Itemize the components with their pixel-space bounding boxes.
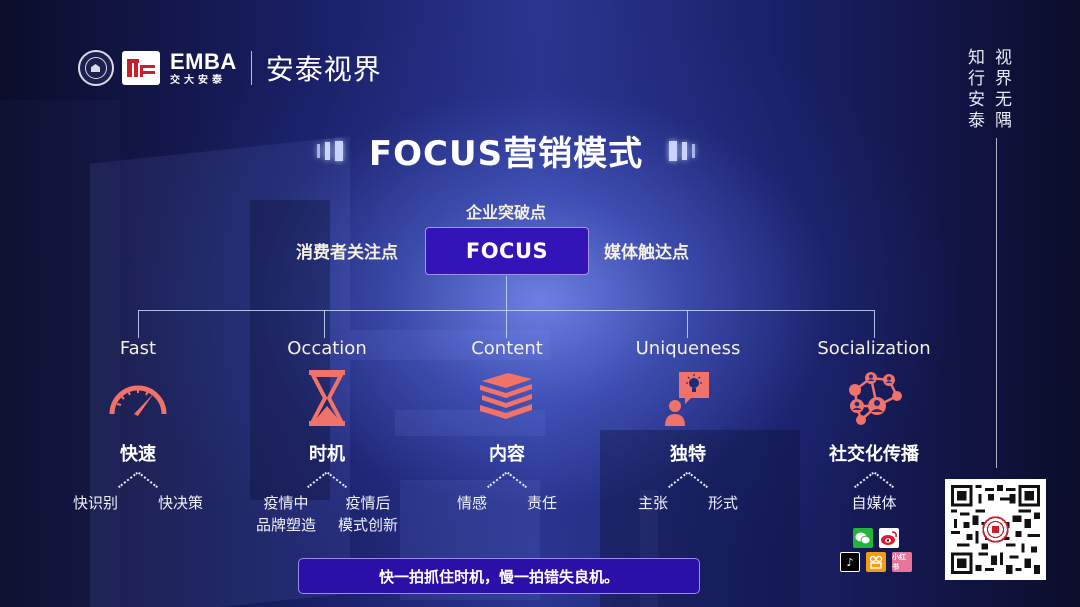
connector-drop [324, 310, 325, 338]
books-icon [412, 368, 602, 428]
header-logos: EMBA 交大安泰 安泰视界 [78, 48, 382, 88]
social-network-icon [779, 368, 969, 428]
hourglass-icon [232, 368, 422, 428]
slogan-column-1: 知 行 安 泰 [968, 48, 985, 132]
acem-logo-icon [122, 51, 160, 85]
xiaohongshu-icon: 小红书 [892, 552, 912, 572]
weibo-icon [879, 528, 899, 548]
dotted-branch-icon [854, 470, 894, 492]
connector-drop [506, 310, 507, 338]
sub-item: 自媒体 [851, 494, 897, 512]
sub-item: 疫情后模式创新 [338, 494, 399, 534]
connector-vertical-main [506, 276, 507, 311]
slogan-char: 行 [968, 69, 985, 89]
column-socialization: Socialization [779, 338, 969, 514]
dotted-branch-icon [487, 470, 527, 492]
column-en-label: Content [471, 338, 543, 359]
social-media-icons: ♪ 小红书 [836, 528, 916, 576]
slogan-column-2: 视 界 无 隅 [995, 48, 1012, 132]
column-fast: Fast 快速 快识别 快决策 [43, 338, 233, 514]
column-occation: Occation 时机 疫情中品牌塑造 疫情后模式创新 [232, 338, 422, 536]
sub-item: 责任 [527, 494, 558, 512]
sub-item: 快决策 [158, 494, 204, 512]
wechat-icon [853, 528, 873, 548]
sub-item: 形式 [708, 494, 739, 512]
slogan-char: 隅 [995, 111, 1012, 131]
kuaishou-icon [866, 552, 886, 572]
university-emblem-icon [78, 50, 114, 86]
title-bars-left-icon [316, 140, 343, 162]
page-title: FOCUS营销模式 [368, 134, 644, 174]
column-uniqueness: Uniqueness 独特 主张 形式 [593, 338, 783, 514]
column-cn-label: 独特 [670, 444, 706, 465]
label-enterprise-breakthrough: 企业突破点 [465, 203, 546, 222]
side-slogan: 知 行 安 泰 视 界 无 隅 [968, 48, 1012, 132]
slogan-char: 视 [995, 48, 1012, 68]
douyin-icon: ♪ [840, 552, 860, 572]
emba-subtitle: 交大安泰 [170, 74, 226, 86]
bg-shape [250, 200, 330, 500]
title-bars-right-icon [669, 140, 696, 162]
connector-drop [874, 310, 875, 338]
idea-person-icon [593, 368, 783, 428]
sub-item: 疫情中品牌塑造 [255, 494, 316, 534]
slogan-banner: 快一拍抓住时机，慢一拍错失良机。 [298, 558, 700, 594]
bg-shape [395, 410, 545, 436]
focus-box: FOCUS [425, 227, 589, 275]
slogan-char: 安 [968, 90, 985, 110]
column-cn-label: 内容 [489, 444, 525, 465]
brand-name: 安泰视界 [265, 53, 382, 86]
sub-item: 情感 [456, 494, 487, 512]
dotted-branch-icon [307, 470, 347, 492]
column-cn-label: 时机 [309, 444, 345, 465]
qr-code [945, 479, 1046, 580]
label-media-reach: 媒体触达点 [604, 243, 689, 263]
sub-item: 快识别 [72, 494, 118, 512]
column-cn-label: 社交化传播 [829, 444, 919, 465]
column-en-label: Socialization [817, 338, 931, 359]
column-en-label: Fast [119, 338, 157, 359]
slogan-char: 泰 [968, 111, 985, 131]
dotted-branch-icon [668, 470, 708, 492]
connector-drop [687, 310, 688, 338]
slogan-char: 无 [995, 90, 1012, 110]
column-en-label: Uniqueness [635, 338, 741, 359]
title-row: FOCUS营销模式 [0, 126, 1012, 175]
sub-item: 主张 [637, 494, 668, 512]
emba-title: EMBA [170, 48, 237, 74]
column-content: Content 内容 情感 责任 [412, 338, 602, 514]
emba-logo: EMBA 交大安泰 [170, 48, 237, 86]
logo-divider [250, 51, 252, 85]
speedometer-icon [43, 368, 233, 428]
slogan-char: 知 [968, 48, 985, 68]
slogan-char: 界 [995, 69, 1012, 89]
column-en-label: Occation [287, 338, 367, 359]
dotted-branch-icon [118, 470, 158, 492]
bg-shape [350, 330, 550, 360]
label-consumer-focus: 消费者关注点 [296, 243, 398, 263]
vertical-divider [996, 138, 997, 468]
connector-drop [138, 310, 139, 338]
column-cn-label: 快速 [120, 444, 156, 465]
